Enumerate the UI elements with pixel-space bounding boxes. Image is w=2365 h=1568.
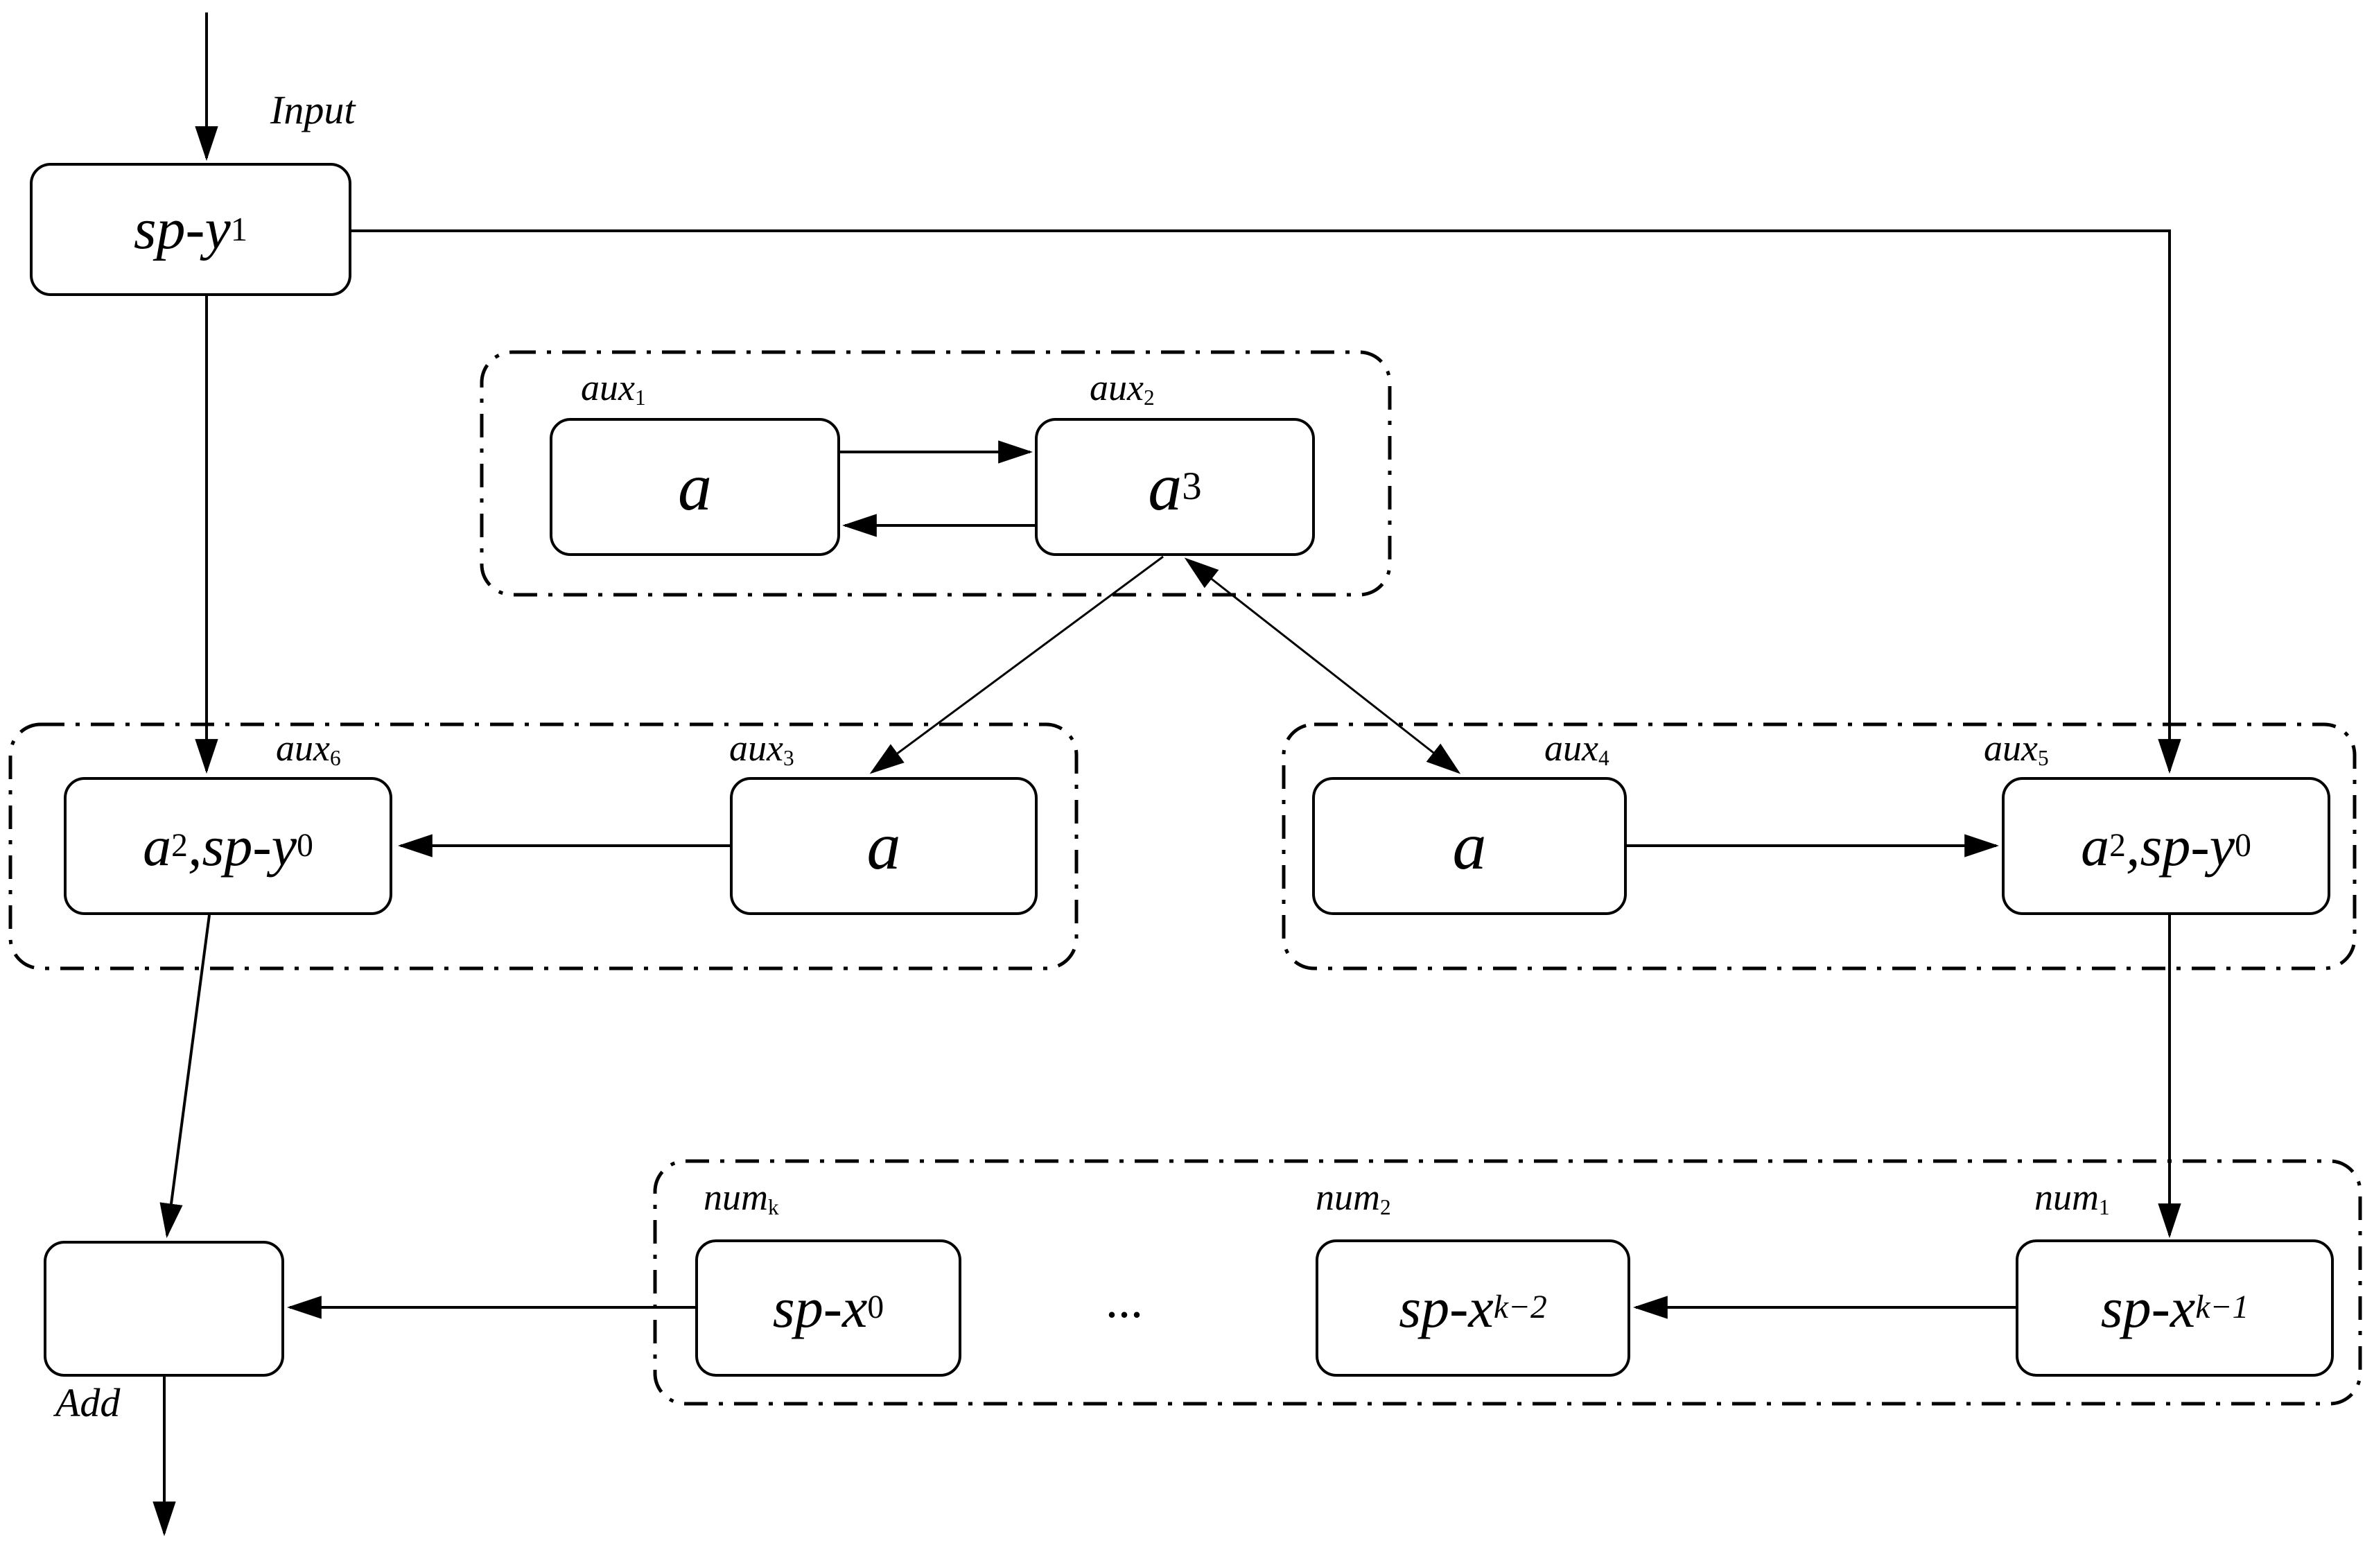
num2-group-label: num2	[1316, 1176, 1391, 1219]
aux2-to-aux3-arrow	[869, 555, 1164, 774]
aux3-node-text: a	[866, 808, 901, 884]
numk-node-box	[695, 1239, 961, 1377]
numk-group-label: numk	[704, 1176, 779, 1219]
aux5-node-box	[2002, 777, 2330, 915]
aux1-aux2-group-frame	[480, 350, 1392, 597]
aux6-group-label: aux6	[276, 727, 341, 770]
num2-node-box	[1316, 1239, 1630, 1377]
input-label: Input	[270, 87, 356, 132]
add-node-text	[45, 1242, 283, 1375]
aux2-aux4-double-arrow	[1184, 557, 1461, 774]
aux3-group-label: aux3	[729, 727, 794, 770]
ellipsis-label: ...	[1106, 1273, 1143, 1328]
aux2-node-box	[1035, 418, 1315, 556]
sp-y1-to-aux5-arrow	[350, 229, 2181, 774]
num1-group-label: num1	[2034, 1176, 2110, 1219]
num1-node-box	[2016, 1239, 2334, 1377]
aux4-group-label: aux4	[1544, 727, 1609, 770]
aux4-aux5-group-frame	[1282, 722, 2357, 970]
aux1-node-text: a	[678, 449, 712, 525]
aux4-node-text: a	[1452, 808, 1487, 884]
aux3-node-box	[730, 777, 1038, 915]
aux6-node-box	[64, 777, 392, 915]
aux6-aux3-group-frame	[8, 722, 1079, 970]
num-group-frame	[653, 1159, 2362, 1406]
add-label: Add	[55, 1380, 121, 1425]
add-node-box	[44, 1241, 284, 1377]
aux4-node-box	[1312, 777, 1627, 915]
aux6-to-add-arrow	[159, 914, 211, 1239]
aux2-group-label: aux2	[1090, 367, 1155, 410]
aux1-group-label: aux1	[581, 367, 646, 410]
sp-y1-node-box	[30, 163, 351, 296]
aux1-node-box	[550, 418, 840, 556]
aux5-group-label: aux5	[1984, 727, 2049, 770]
